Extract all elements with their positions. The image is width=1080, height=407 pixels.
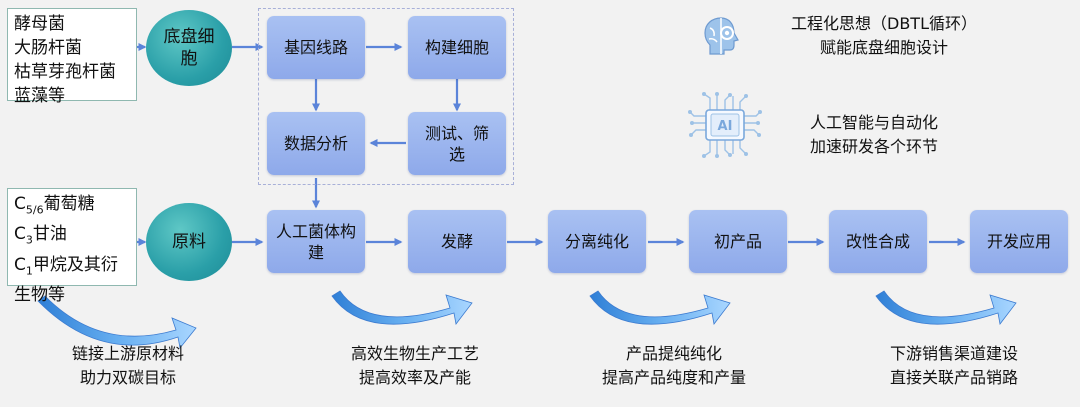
application-box: 开发应用 [970,210,1068,273]
raw-item: C5/6葡萄糖 [14,194,95,217]
ai-chip-text: AI [718,119,733,134]
chassis-cell-circle: 底盘细胞 [146,10,232,86]
curve-arrow-1 [37,295,197,349]
curve-arrow-2 [331,290,473,325]
caption-purification-line2: 提高产品纯度和产量 [601,368,746,387]
ai-chip-icon: AI [688,92,762,158]
raw-item: C3甘油 [14,224,67,247]
strain-construction-label: 人工菌体构建 [275,221,356,262]
curve-arrow-3 [589,290,731,325]
raw-item: C1甲烷及其衍 [14,254,118,278]
caption-upstream-line2: 助力双碳目标 [79,368,176,387]
fermentation-box: 发酵 [408,210,506,273]
caption-production-line2: 提高效率及产能 [358,368,471,387]
chassis-item: 酵母菌 [14,14,65,34]
ai-note-line1: 人工智能与自动化 [809,113,938,132]
caption-production: 高效生物生产工艺 提高效率及产能 [325,342,505,390]
raw-material-label: 原料 [172,232,206,252]
caption-purification-line1: 产品提纯纯化 [625,344,722,363]
strain-construction-box: 人工菌体构建 [267,210,365,273]
dbtl-note-line2: 赋能底盘细胞设计 [819,38,948,57]
raw-item: 生物等 [14,285,65,306]
data-analysis-box: 数据分析 [267,112,365,175]
caption-downstream: 下游销售渠道建设 直接关联产品销路 [864,342,1044,390]
build-cell-box: 构建细胞 [408,16,506,79]
chassis-item: 大肠杆菌 [14,38,82,58]
dbtl-note-line1: 工程化思想（DBTL循环） [791,14,977,33]
purification-box: 分离纯化 [548,210,646,273]
dbtl-note: 工程化思想（DBTL循环） 赋能底盘细胞设计 [764,12,1004,60]
caption-downstream-line2: 直接关联产品销路 [889,368,1018,387]
test-screen-box: 测试、筛选 [408,112,506,175]
ai-note: 人工智能与自动化 加速研发各个环节 [784,111,964,159]
caption-upstream-line1: 链接上游原材料 [71,344,184,363]
raw-material-circle: 原料 [146,203,232,281]
test-screen-label: 测试、筛选 [424,123,489,164]
dbtl-cycle-frame [258,8,514,185]
ai-note-line2: 加速研发各个环节 [809,137,938,156]
caption-upstream: 链接上游原材料 助力双碳目标 [38,342,218,390]
chassis-cell-label: 底盘细胞 [163,27,215,69]
chassis-item: 蓝藻等 [14,86,65,106]
chassis-species-list: 酵母菌 大肠杆菌 枯草芽孢杆菌 蓝藻等 [7,8,137,106]
caption-production-line1: 高效生物生产工艺 [350,344,479,363]
gene-circuit-box: 基因线路 [267,16,365,79]
chassis-item: 枯草芽孢杆菌 [14,62,116,82]
modification-box: 改性合成 [829,210,927,273]
crude-product-box: 初产品 [689,210,787,273]
brain-gear-icon [704,17,739,55]
caption-purification: 产品提纯纯化 提高产品纯度和产量 [574,342,774,390]
curve-arrow-4 [875,290,1017,325]
raw-material-list: C5/6葡萄糖 C3甘油 C1甲烷及其衍 生物等 [7,188,137,305]
caption-downstream-line1: 下游销售渠道建设 [889,344,1018,363]
